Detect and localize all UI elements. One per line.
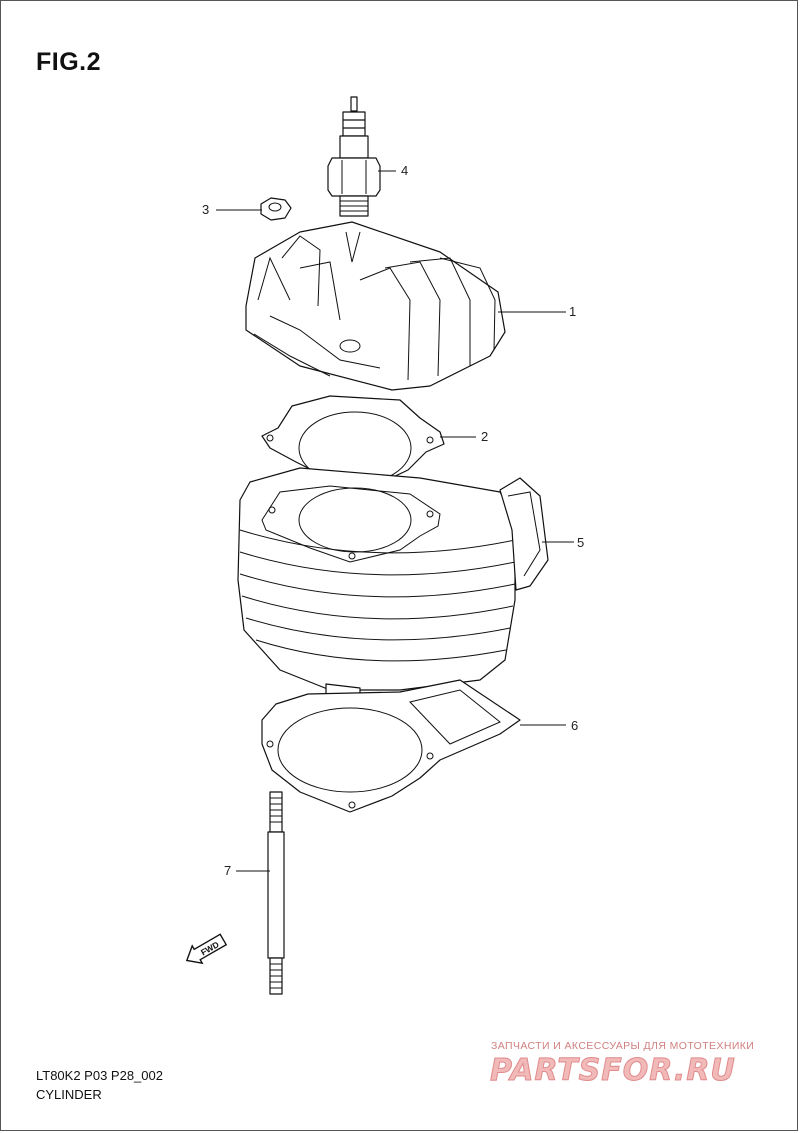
diagram-code: LT80K2 P03 P28_002 bbox=[36, 1068, 163, 1083]
base-gasket-part[interactable] bbox=[261, 679, 521, 813]
callout-3[interactable]: 3 bbox=[202, 202, 210, 217]
cylinder-part[interactable] bbox=[237, 467, 549, 705]
figure-title: FIG.2 bbox=[36, 48, 102, 76]
callout-2[interactable]: 2 bbox=[481, 429, 489, 444]
watermark-logo: PARTSFOR.RU bbox=[490, 1053, 736, 1089]
diagram-name: CYLINDER bbox=[36, 1087, 102, 1102]
callout-7[interactable]: 7 bbox=[224, 863, 232, 878]
callout-6[interactable]: 6 bbox=[571, 718, 579, 733]
cylinder-head-part[interactable] bbox=[245, 221, 506, 391]
callout-4[interactable]: 4 bbox=[401, 163, 409, 178]
callout-1[interactable]: 1 bbox=[569, 304, 577, 319]
spark-plug-part[interactable] bbox=[327, 96, 381, 217]
callout-5[interactable]: 5 bbox=[577, 535, 585, 550]
nut-part[interactable] bbox=[260, 197, 292, 221]
fwd-arrow-icon: FWD bbox=[185, 933, 228, 965]
leader-lines bbox=[216, 170, 574, 872]
watermark-tagline: ЗАПЧАСТИ И АКСЕССУАРЫ ДЛЯ МОТОТЕХНИКИ bbox=[491, 1040, 755, 1052]
stud-bolt-part[interactable] bbox=[267, 791, 285, 995]
